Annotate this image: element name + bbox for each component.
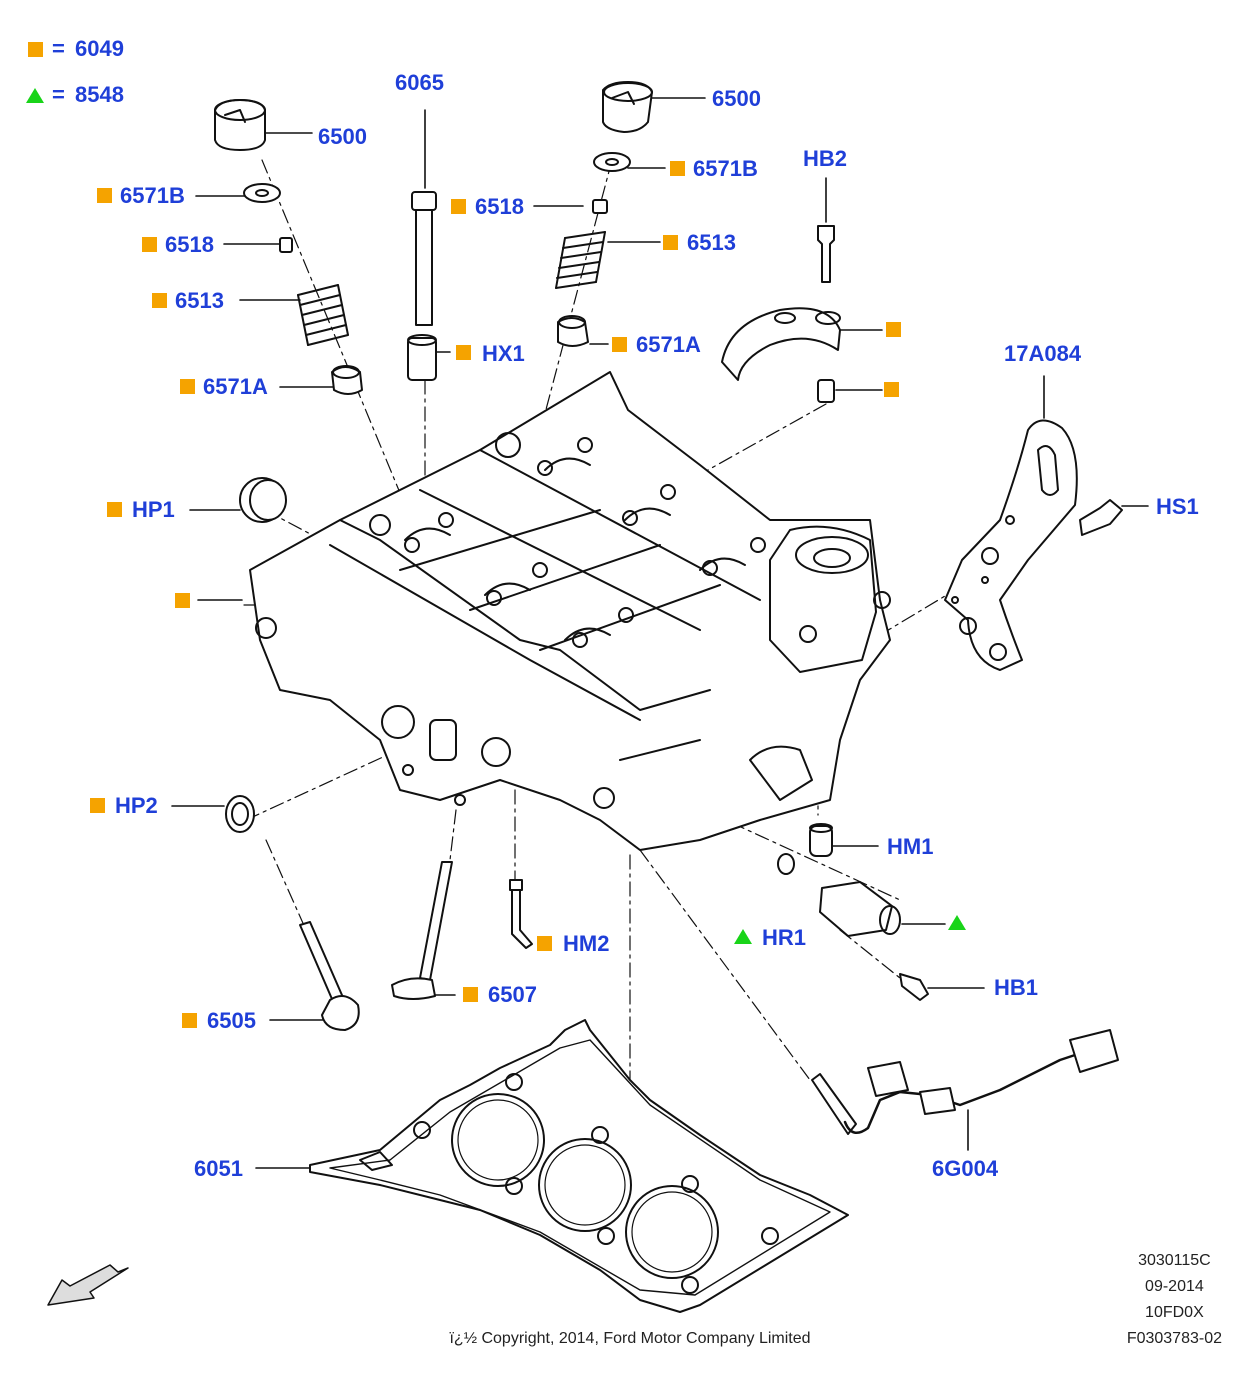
plugs-and-fittings [225,477,929,1001]
label-6513-right: 6513 [687,230,736,255]
label-6g004: 6G004 [932,1156,999,1181]
meta-block: 3030115C 09-2014 10FD0X F0303783-02 [1127,1248,1222,1352]
label-6500-left: 6500 [318,124,367,149]
marker-6505 [182,1013,197,1028]
marker-6513-right [663,235,678,250]
marker-6507 [463,987,478,1002]
marker-6518-left [142,237,157,252]
label-6571b-right: 6571B [693,156,758,181]
meta-figure: F0303783-02 [1126,1330,1222,1347]
marker-hm2 [537,936,552,951]
legend-square-code: 6049 [75,36,124,61]
marker-6513-left [152,293,167,308]
label-17a084: 17A084 [1004,341,1082,366]
marker-hp1 [107,502,122,517]
label-6507: 6507 [488,982,537,1007]
label-6051: 6051 [194,1156,243,1181]
legend-square-equals: = [52,36,65,61]
label-hb1: HB1 [994,975,1039,1000]
label-6518-right: 6518 [475,194,524,219]
cylinder-head [249,371,891,851]
marker-hx1 [456,345,471,360]
label-6513-left: 6513 [175,288,224,313]
marker-hr1 [734,929,752,944]
marker-bearing-cap [886,322,901,337]
meta-model: 10FD0X [1145,1304,1204,1321]
label-6505: 6505 [207,1008,256,1033]
label-hm2: HM2 [563,931,610,956]
marker-6571b-left [97,188,112,203]
label-6571a-right: 6571A [636,332,701,357]
bearing-cap-group [721,225,841,403]
legend-triangle-equals: = [52,82,65,107]
label-hx1: HX1 [482,341,525,366]
label-hm1: HM1 [887,834,934,859]
leader-lines [171,97,1149,1169]
left-valve-stack [214,99,363,395]
marker-6571a-left [180,379,195,394]
legend-triangle-marker [26,88,44,103]
legend-triangle-code: 8548 [75,82,124,107]
legend-square-marker [28,42,43,57]
marker-hp2 [90,798,105,813]
label-6500-right: 6500 [712,86,761,111]
label-hb2: HB2 [803,146,848,171]
marker-6518-right [451,199,466,214]
label-6518-left: 6518 [165,232,214,257]
marker-head-dowel [175,593,190,608]
marker-6571b-right [670,161,685,176]
label-hr1: HR1 [762,925,807,950]
sensor-harness [811,1029,1119,1135]
tube-6065 [407,191,437,381]
label-6571a-left: 6571A [203,374,268,399]
meta-date: 09-2014 [1145,1278,1204,1295]
copyright-text: ï¿½ Copyright, 2014, Ford Motor Company … [449,1330,811,1347]
marker-sensor-triangle [948,915,966,930]
marker-dowel [884,382,899,397]
label-hp2: HP2 [115,793,158,818]
label-6065: 6065 [395,70,444,95]
direction-arrow-icon [47,1264,129,1306]
bracket-17a084 [944,419,1123,671]
marker-6571a-right [612,337,627,352]
right-valve-stack [555,81,653,347]
label-hp1: HP1 [132,497,175,522]
valves [299,861,453,1031]
label-6571b-left: 6571B [120,183,185,208]
head-gasket [309,1019,849,1313]
label-hs1: HS1 [1156,494,1199,519]
meta-code: 3030115C [1138,1252,1211,1269]
